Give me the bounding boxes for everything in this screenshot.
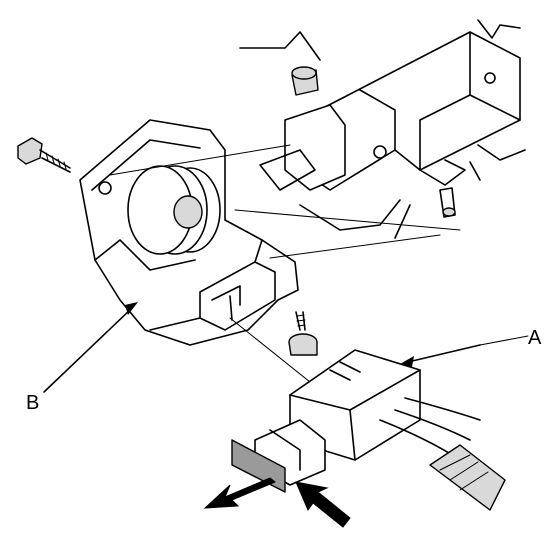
callout-b: B [26, 302, 138, 414]
ignition-switch-body [79, 119, 299, 346]
label-b: B [26, 392, 39, 414]
callout-a: A [400, 327, 542, 367]
screw-center [288, 311, 318, 356]
connector-a [231, 349, 506, 511]
screw-left [17, 137, 71, 173]
steering-column [239, 19, 526, 239]
label-a: A [528, 327, 542, 349]
push-arrows [203, 477, 351, 528]
